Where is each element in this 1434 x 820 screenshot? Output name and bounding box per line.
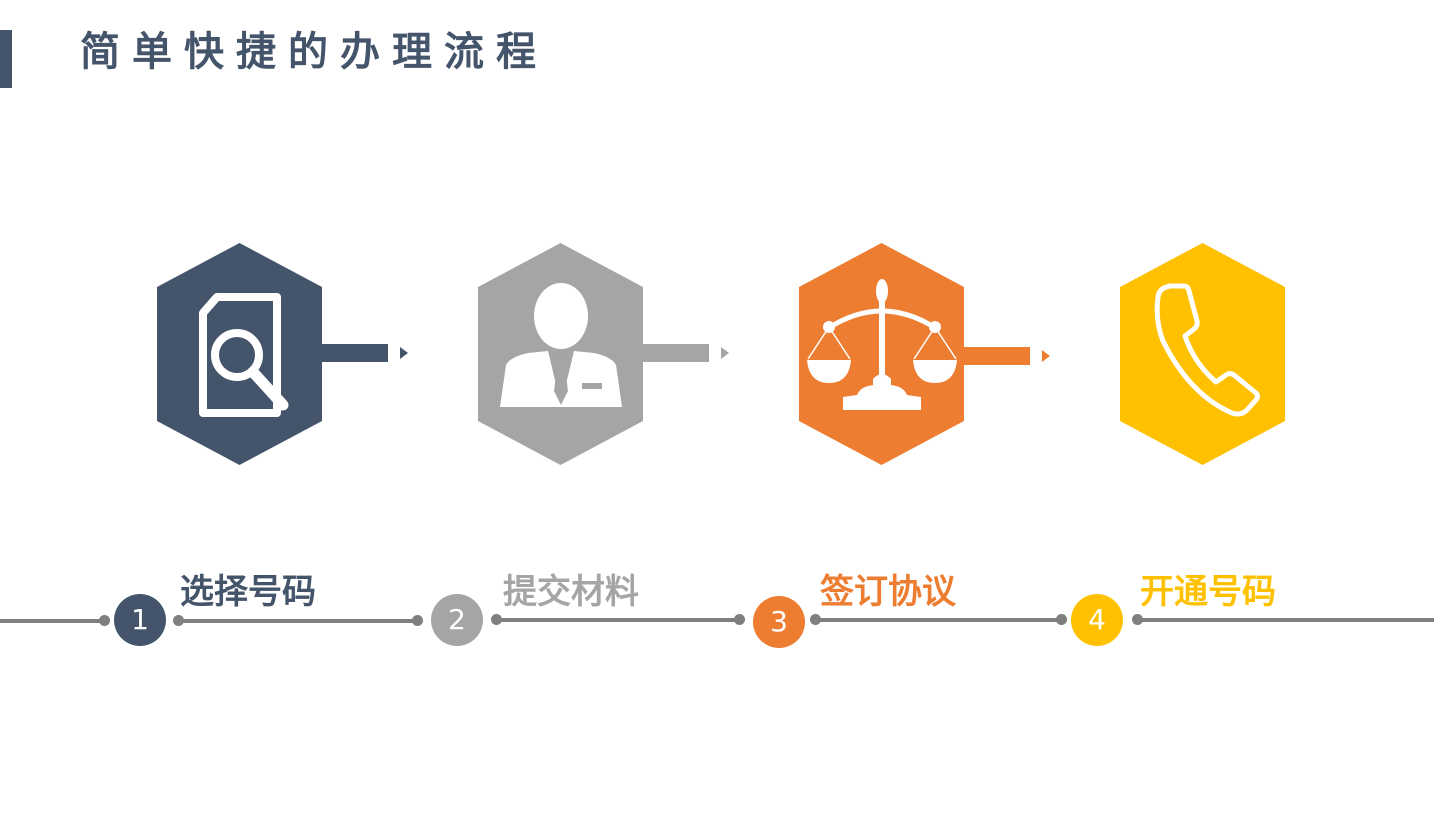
page-title: 简单快捷的办理流程 — [80, 29, 548, 75]
step-1-label: 选择号码 — [180, 572, 316, 612]
businessman-icon — [500, 283, 622, 407]
step-2-number-badge: 2 — [431, 594, 483, 646]
timeline-dot — [1056, 614, 1067, 625]
scales-icon — [807, 279, 957, 410]
step-1-connector — [322, 344, 388, 362]
hexagon-shape — [1120, 243, 1285, 465]
step-2-arrow-icon — [721, 347, 729, 359]
timeline-dot — [99, 615, 110, 626]
step-1-arrow-icon — [400, 347, 408, 359]
step-4-hexagon — [1120, 243, 1285, 465]
step-2-label: 提交材料 — [503, 572, 639, 612]
step-3-hexagon — [799, 243, 964, 465]
document-search-icon — [199, 293, 289, 417]
step-3-number-badge: 3 — [753, 596, 805, 648]
step-2-connector — [643, 344, 709, 362]
step-3-label: 签订协议 — [820, 572, 956, 612]
step-3-connector — [964, 347, 1030, 365]
step-2-hexagon — [478, 243, 643, 465]
timeline-dot — [412, 615, 423, 626]
timeline-segment — [1137, 618, 1434, 622]
timeline-segment — [178, 619, 418, 623]
timeline-segment — [496, 618, 740, 622]
timeline-segment — [0, 619, 106, 623]
step-4-number-badge: 4 — [1071, 594, 1123, 646]
timeline-segment — [815, 618, 1063, 622]
step-1-hexagon — [157, 243, 322, 465]
step-3-arrow-icon — [1042, 350, 1050, 362]
title-accent-bar — [0, 30, 12, 88]
phone-icon — [1154, 283, 1260, 417]
step-4-label: 开通号码 — [1140, 572, 1276, 612]
timeline-dot — [734, 614, 745, 625]
step-1-number-badge: 1 — [114, 594, 166, 646]
